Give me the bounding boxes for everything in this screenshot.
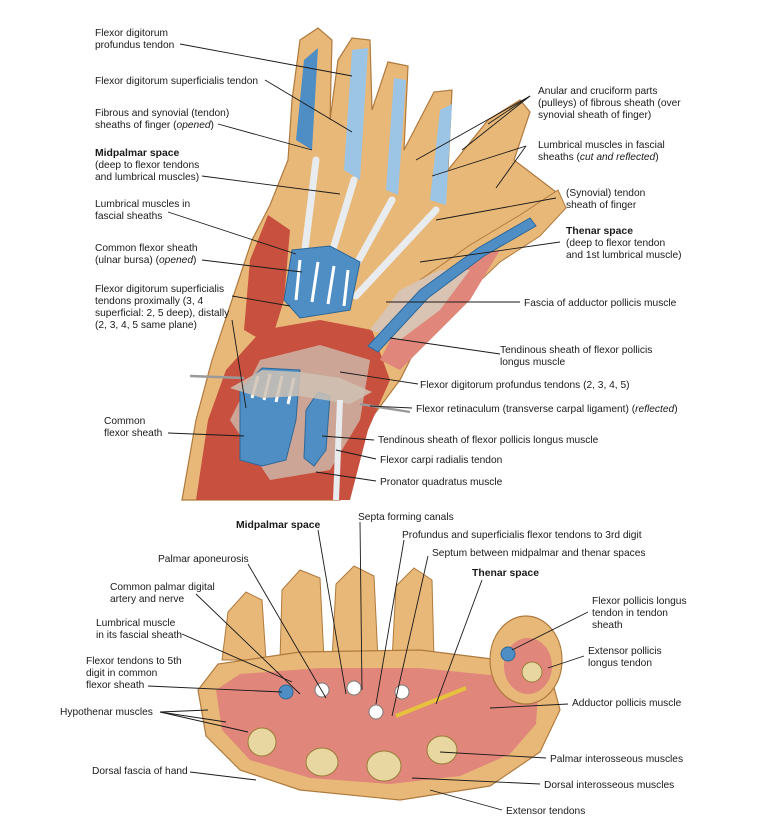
label-anular-cruciform-2: (pulleys) of fibrous sheath (over bbox=[538, 98, 681, 109]
label-fds-proximal-4: (2, 3, 4, 5 same plane) bbox=[95, 320, 197, 331]
hypothenar-muscle-mass bbox=[244, 215, 290, 345]
label-anular-cruciform-3: synovial sheath of finger) bbox=[538, 110, 651, 121]
label-septum-between: Septum between midpalmar and thenar spac… bbox=[432, 548, 646, 559]
label-lumbrical-sheaths-1: Lumbrical muscles in bbox=[95, 199, 190, 210]
label-thenar-desc-1: (deep to flexor tendon bbox=[566, 238, 665, 249]
label-synovial-tendon-sheath-1: (Synovial) tendon bbox=[566, 188, 645, 199]
label-lumbrical-sheaths-2: fascial sheaths bbox=[95, 211, 162, 222]
retractor-rods bbox=[189, 374, 411, 414]
fpl-tendon-thumb bbox=[500, 646, 516, 662]
finger-sheath-5 bbox=[296, 48, 318, 150]
label-lumbrical-fascial-1: Lumbrical muscles in fascial bbox=[538, 140, 665, 151]
label-fdp-tendons-2345: Flexor digitorum profundus tendons (2, 3… bbox=[420, 380, 630, 391]
label-fpl-tendon-sheath-1: Flexor pollicis longus bbox=[592, 596, 687, 607]
common-flexor-sheath-palm bbox=[283, 245, 361, 319]
fds-tendon-slips bbox=[294, 259, 350, 307]
label-fibrous-synovial-2: sheaths of finger (opened) bbox=[95, 120, 214, 131]
top-leader-lines bbox=[167, 43, 561, 482]
finger-sheath-4 bbox=[344, 48, 368, 180]
label-pronator-quadratus: Pronator quadratus muscle bbox=[380, 477, 503, 488]
finger-sheath-2 bbox=[430, 104, 452, 205]
metacarpal-4 bbox=[305, 747, 339, 777]
metacarpal-3 bbox=[366, 750, 402, 782]
label-common-palmar-digital-2: artery and nerve bbox=[110, 594, 185, 605]
flexor-retinaculum bbox=[230, 370, 372, 404]
label-anular-cruciform-1: Anular and cruciform parts bbox=[538, 86, 657, 97]
label-thenar-desc-2: and 1st lumbrical muscle) bbox=[566, 250, 682, 261]
label-profundus-superficialis: Profundus and superficialis flexor tendo… bbox=[402, 530, 642, 541]
label-midpalmar-space: Midpalmar space bbox=[236, 520, 321, 531]
label-hypothenar: Hypothenar muscles bbox=[60, 707, 153, 718]
label-fpl-tendon-sheath-3: sheath bbox=[592, 620, 623, 631]
bottom-leader-lines bbox=[147, 521, 589, 811]
label-midpalmar-desc-2: and lumbrical muscles) bbox=[95, 172, 199, 183]
label-dorsal-interosseous: Dorsal interosseous muscles bbox=[544, 780, 674, 791]
label-flexor-5th-1: Flexor tendons to 5th bbox=[86, 656, 182, 667]
label-thenar-title: Thenar space bbox=[566, 226, 633, 237]
label-fpl-sheath-lower: Tendinous sheath of flexor pollicis long… bbox=[378, 435, 599, 446]
label-flexor-5th-3: flexor sheath bbox=[86, 680, 144, 691]
label-fibrous-synovial-1: Fibrous and synovial (tendon) bbox=[95, 108, 229, 119]
top-labels: Flexor digitorum profundus tendon Flexor… bbox=[95, 28, 682, 488]
label-thenar-space: Thenar space bbox=[472, 568, 539, 579]
palm-dissection-drawing bbox=[181, 27, 567, 501]
label-midpalmar-desc-1: (deep to flexor tendons bbox=[95, 160, 199, 171]
label-fcr-tendon: Flexor carpi radialis tendon bbox=[380, 455, 502, 466]
label-fpl-tendon-sheath-2: tendon in tendon bbox=[592, 608, 668, 619]
label-lumbrical-its-sheath-2: in its fascial sheath bbox=[96, 630, 182, 641]
palm-tendons bbox=[296, 156, 440, 300]
label-fds-tendon: Flexor digitorum superficialis tendon bbox=[95, 76, 258, 87]
label-fascia-adductor: Fascia of adductor pollicis muscle bbox=[524, 298, 677, 309]
metacarpal-2 bbox=[426, 735, 458, 765]
section-finger-3 bbox=[331, 565, 379, 661]
label-fds-proximal-1: Flexor digitorum superficialis bbox=[95, 284, 224, 295]
label-fdp-tendon-1: Flexor digitorum bbox=[95, 28, 168, 39]
section-finger-5 bbox=[221, 591, 267, 661]
label-fds-proximal-3: superficial: 2, 5 deep), distally bbox=[95, 308, 230, 319]
label-common-palmar-digital-1: Common palmar digital bbox=[110, 582, 215, 593]
label-common-flexor-ulnar-2: (ulnar bursa) (opened) bbox=[95, 255, 196, 266]
label-palmar-aponeurosis: Palmar aponeurosis bbox=[158, 554, 249, 565]
label-flexor-5th-2: digit in common bbox=[86, 668, 157, 679]
metacarpal-5 bbox=[247, 727, 277, 757]
septum-yellow bbox=[395, 686, 467, 718]
label-synovial-tendon-sheath-2: sheath of finger bbox=[566, 200, 637, 211]
label-common-flexor-1: Common bbox=[104, 416, 145, 427]
label-flexor-retinaculum: Flexor retinaculum (transverse carpal li… bbox=[416, 404, 678, 415]
label-palmar-interosseous: Palmar interosseous muscles bbox=[550, 754, 683, 765]
label-fpl-sheath-upper-1: Tendinous sheath of flexor pollicis bbox=[500, 345, 652, 356]
label-fds-proximal-2: tendons proximally (3, 4 bbox=[95, 296, 203, 307]
thumb-bone bbox=[521, 661, 543, 683]
label-fpl-sheath-upper-2: longus muscle bbox=[500, 357, 565, 368]
label-common-flexor-2: flexor sheath bbox=[104, 428, 162, 439]
label-fdp-tendon-2: profundus tendon bbox=[95, 40, 174, 51]
label-epl-tendon-2: longus tendon bbox=[588, 658, 652, 669]
label-midpalmar-title: Midpalmar space bbox=[95, 148, 180, 159]
finger-sheath-3 bbox=[386, 78, 406, 195]
fpl-sheath-thumb bbox=[367, 217, 537, 353]
label-lumbrical-fascial-2: sheaths (cut and reflected) bbox=[538, 152, 659, 163]
section-finger-4 bbox=[279, 569, 325, 661]
label-extensor-tendons: Extensor tendons bbox=[506, 806, 585, 817]
bottom-labels: Midpalmar space Septa forming canals Pro… bbox=[60, 512, 687, 817]
label-septa-canals: Septa forming canals bbox=[358, 512, 454, 523]
label-dorsal-fascia: Dorsal fascia of hand bbox=[92, 766, 188, 777]
cross-section-drawing bbox=[197, 565, 563, 801]
label-common-flexor-ulnar-1: Common flexor sheath bbox=[95, 243, 198, 254]
label-adductor-pollicis: Adductor pollicis muscle bbox=[572, 698, 682, 709]
label-lumbrical-its-sheath-1: Lumbrical muscle bbox=[96, 618, 176, 629]
label-epl-tendon-1: Extensor pollicis bbox=[588, 646, 662, 657]
section-muscles bbox=[216, 668, 538, 784]
section-finger-2 bbox=[391, 567, 435, 661]
